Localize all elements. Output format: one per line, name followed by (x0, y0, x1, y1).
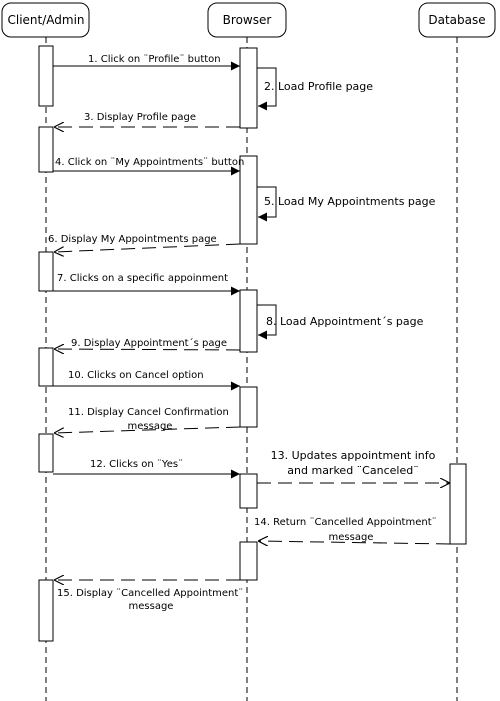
message-14-arrow (258, 541, 451, 544)
actor-browser: Browser (207, 2, 287, 38)
activation-client-6 (38, 579, 54, 642)
message-11-label-line-2: message (128, 421, 173, 432)
message-6-label: 6. Display My Appointments page (48, 234, 217, 245)
message-12-label: 12. Clicks on ¨Yes¨ (90, 459, 183, 470)
message-8-label: 8. Load Appointment´s page (266, 315, 424, 328)
actor-database: Database (418, 2, 496, 38)
message-9-arrow (54, 349, 241, 350)
message-9-label: 9. Display Appointment´s page (71, 337, 227, 349)
message-4-label: 4. Click on ¨My Appointments¨ button (55, 157, 244, 168)
message-15-label-line-2: message (129, 601, 174, 612)
activation-browser-3 (239, 289, 258, 353)
message-10-label: 10. Clicks on Cancel option (68, 370, 204, 381)
self-loop-browser-2 (257, 67, 277, 111)
activation-browser-4 (239, 386, 258, 428)
activation-browser-6 (239, 541, 258, 581)
message-15-label-line-1: 15. Display ¨Cancelled Appointment¨ (57, 588, 243, 599)
message-1-label: 1. Click on ¨Profile¨ button (88, 54, 221, 65)
activation-database-1 (449, 463, 467, 545)
self-loop-browser-8 (257, 304, 277, 340)
self-loop-browser-5 (257, 186, 277, 222)
message-6-arrow (54, 243, 241, 252)
activation-browser-2 (239, 155, 258, 245)
actor-browser-label: Browser (223, 13, 272, 27)
activation-client-3 (38, 251, 54, 292)
message-14-label-line-1: 14. Return ¨Cancelled Appointment¨ (254, 517, 437, 528)
message-14-label-line-2: message (329, 532, 374, 543)
actor-database-label: Database (428, 13, 485, 27)
activation-client-5 (38, 433, 54, 473)
message-7-label: 7. Clicks on a specific appoinment (57, 273, 228, 284)
message-3-label: 3. Display Profile page (84, 112, 196, 123)
message-5-label: 5. Load My Appointments page (264, 195, 436, 208)
activation-browser-1 (239, 47, 258, 129)
message-13-label-line-1: 13. Updates appointment info (271, 449, 436, 462)
actor-client: Client/Admin (1, 2, 90, 38)
activation-client-1 (38, 45, 54, 107)
message-11-label-line-1: 11. Display Cancel Confirmation (68, 407, 229, 418)
activation-client-2 (38, 126, 54, 173)
message-11-arrow (54, 426, 241, 433)
activation-client-4 (38, 347, 54, 387)
message-13-label-line-2: and marked ¨Canceled¨ (287, 464, 418, 477)
activation-browser-5 (239, 473, 258, 509)
actor-client-label: Client/Admin (7, 13, 84, 27)
message-2-label: 2. Load Profile page (264, 80, 373, 93)
